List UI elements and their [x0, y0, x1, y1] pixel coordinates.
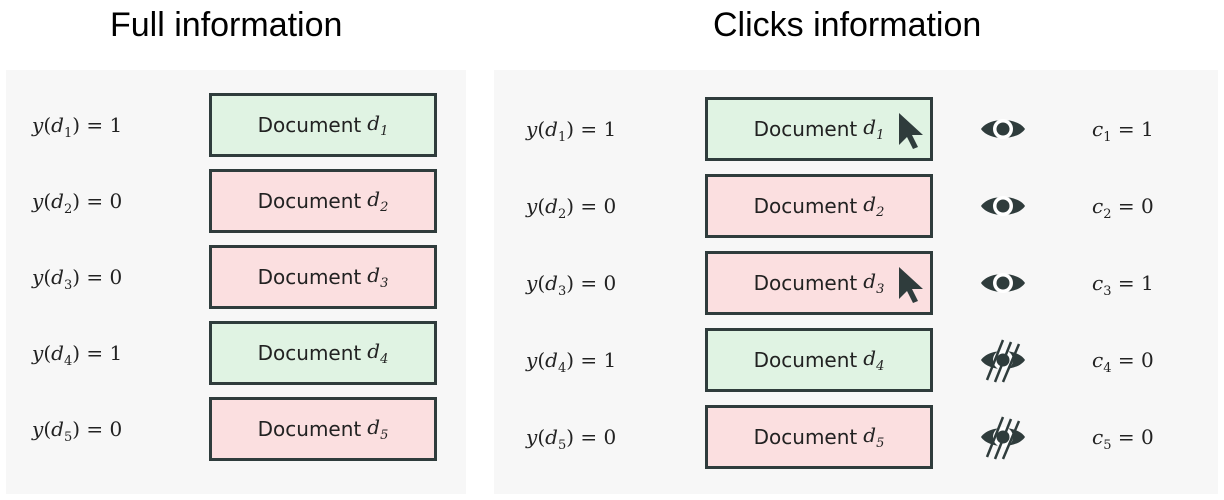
- eye-slash-icon-5: [981, 416, 1025, 460]
- eye-slash-icon-4: [981, 339, 1025, 383]
- relevance-label-right-1: y(d1) = 1: [526, 117, 617, 145]
- relevance-label-right-2: y(d2) = 0: [526, 194, 617, 222]
- cursor-icon-1: [899, 113, 923, 149]
- eye-icon-1: [981, 119, 1025, 139]
- click-label-1: c1 = 1: [1092, 117, 1154, 145]
- eye-icon-2: [981, 196, 1025, 216]
- click-label-5: c5 = 0: [1092, 425, 1154, 453]
- title-full-information: Full information: [110, 6, 343, 44]
- relevance-label-left-4: y(d4) = 1: [32, 341, 123, 369]
- cursor-icon-3: [899, 267, 923, 303]
- click-label-3: c3 = 1: [1092, 271, 1154, 299]
- relevance-label-right-4: y(d4) = 1: [526, 348, 617, 376]
- eye-icon-3: [981, 273, 1025, 293]
- click-label-4: c4 = 0: [1092, 348, 1154, 376]
- relevance-label-left-5: y(d5) = 0: [32, 417, 123, 445]
- relevance-label-right-5: y(d5) = 0: [526, 425, 617, 453]
- relevance-label-right-3: y(d3) = 0: [526, 271, 617, 299]
- relevance-label-left-1: y(d1) = 1: [32, 113, 123, 141]
- click-label-2: c2 = 0: [1092, 194, 1154, 222]
- relevance-label-left-2: y(d2) = 0: [32, 189, 123, 217]
- relevance-label-left-3: y(d3) = 0: [32, 265, 123, 293]
- title-clicks-information: Clicks information: [713, 6, 982, 44]
